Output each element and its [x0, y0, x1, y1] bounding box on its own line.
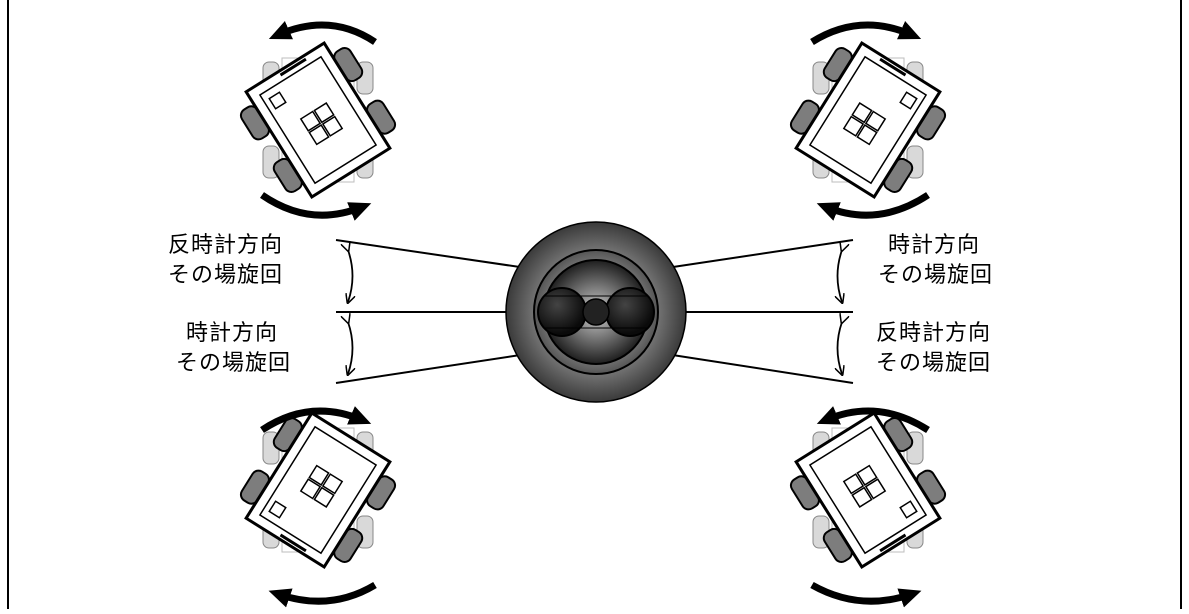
- rotation-arrow-icon: [268, 581, 377, 608]
- rotation-arrow-icon: [816, 192, 930, 221]
- label-upper-left: 反時計方向 その場旋回: [168, 233, 284, 288]
- rotation-arrow-icon: [260, 192, 372, 221]
- rotation-arrow-icon: [816, 406, 930, 433]
- angle-arc: [838, 250, 843, 302]
- angle-arc: [838, 322, 843, 374]
- rotation-arrow-icon: [260, 406, 372, 433]
- label-lower-left: 時計方向 その場旋回: [176, 321, 292, 376]
- label-lower-right: 反時計方向 その場旋回: [876, 321, 992, 376]
- joystick-icon: [505, 221, 687, 403]
- robot-bottom-left-icon: [229, 402, 407, 578]
- rotation-arrow-icon: [810, 581, 922, 608]
- robot-top-right-icon: [779, 32, 957, 208]
- guide-line: [335, 239, 541, 271]
- robot-bottom-right-icon: [779, 402, 957, 578]
- robot-top-left-icon: [229, 32, 407, 208]
- guide-line: [652, 239, 854, 271]
- angle-arc: [348, 250, 353, 302]
- rotation-arrow-icon: [268, 21, 377, 45]
- label-upper-right: 時計方向 その場旋回: [878, 233, 994, 288]
- rotation-arrow-icon: [810, 21, 922, 45]
- guide-line: [652, 351, 854, 384]
- angle-arc: [348, 322, 353, 374]
- guide-line: [335, 351, 541, 384]
